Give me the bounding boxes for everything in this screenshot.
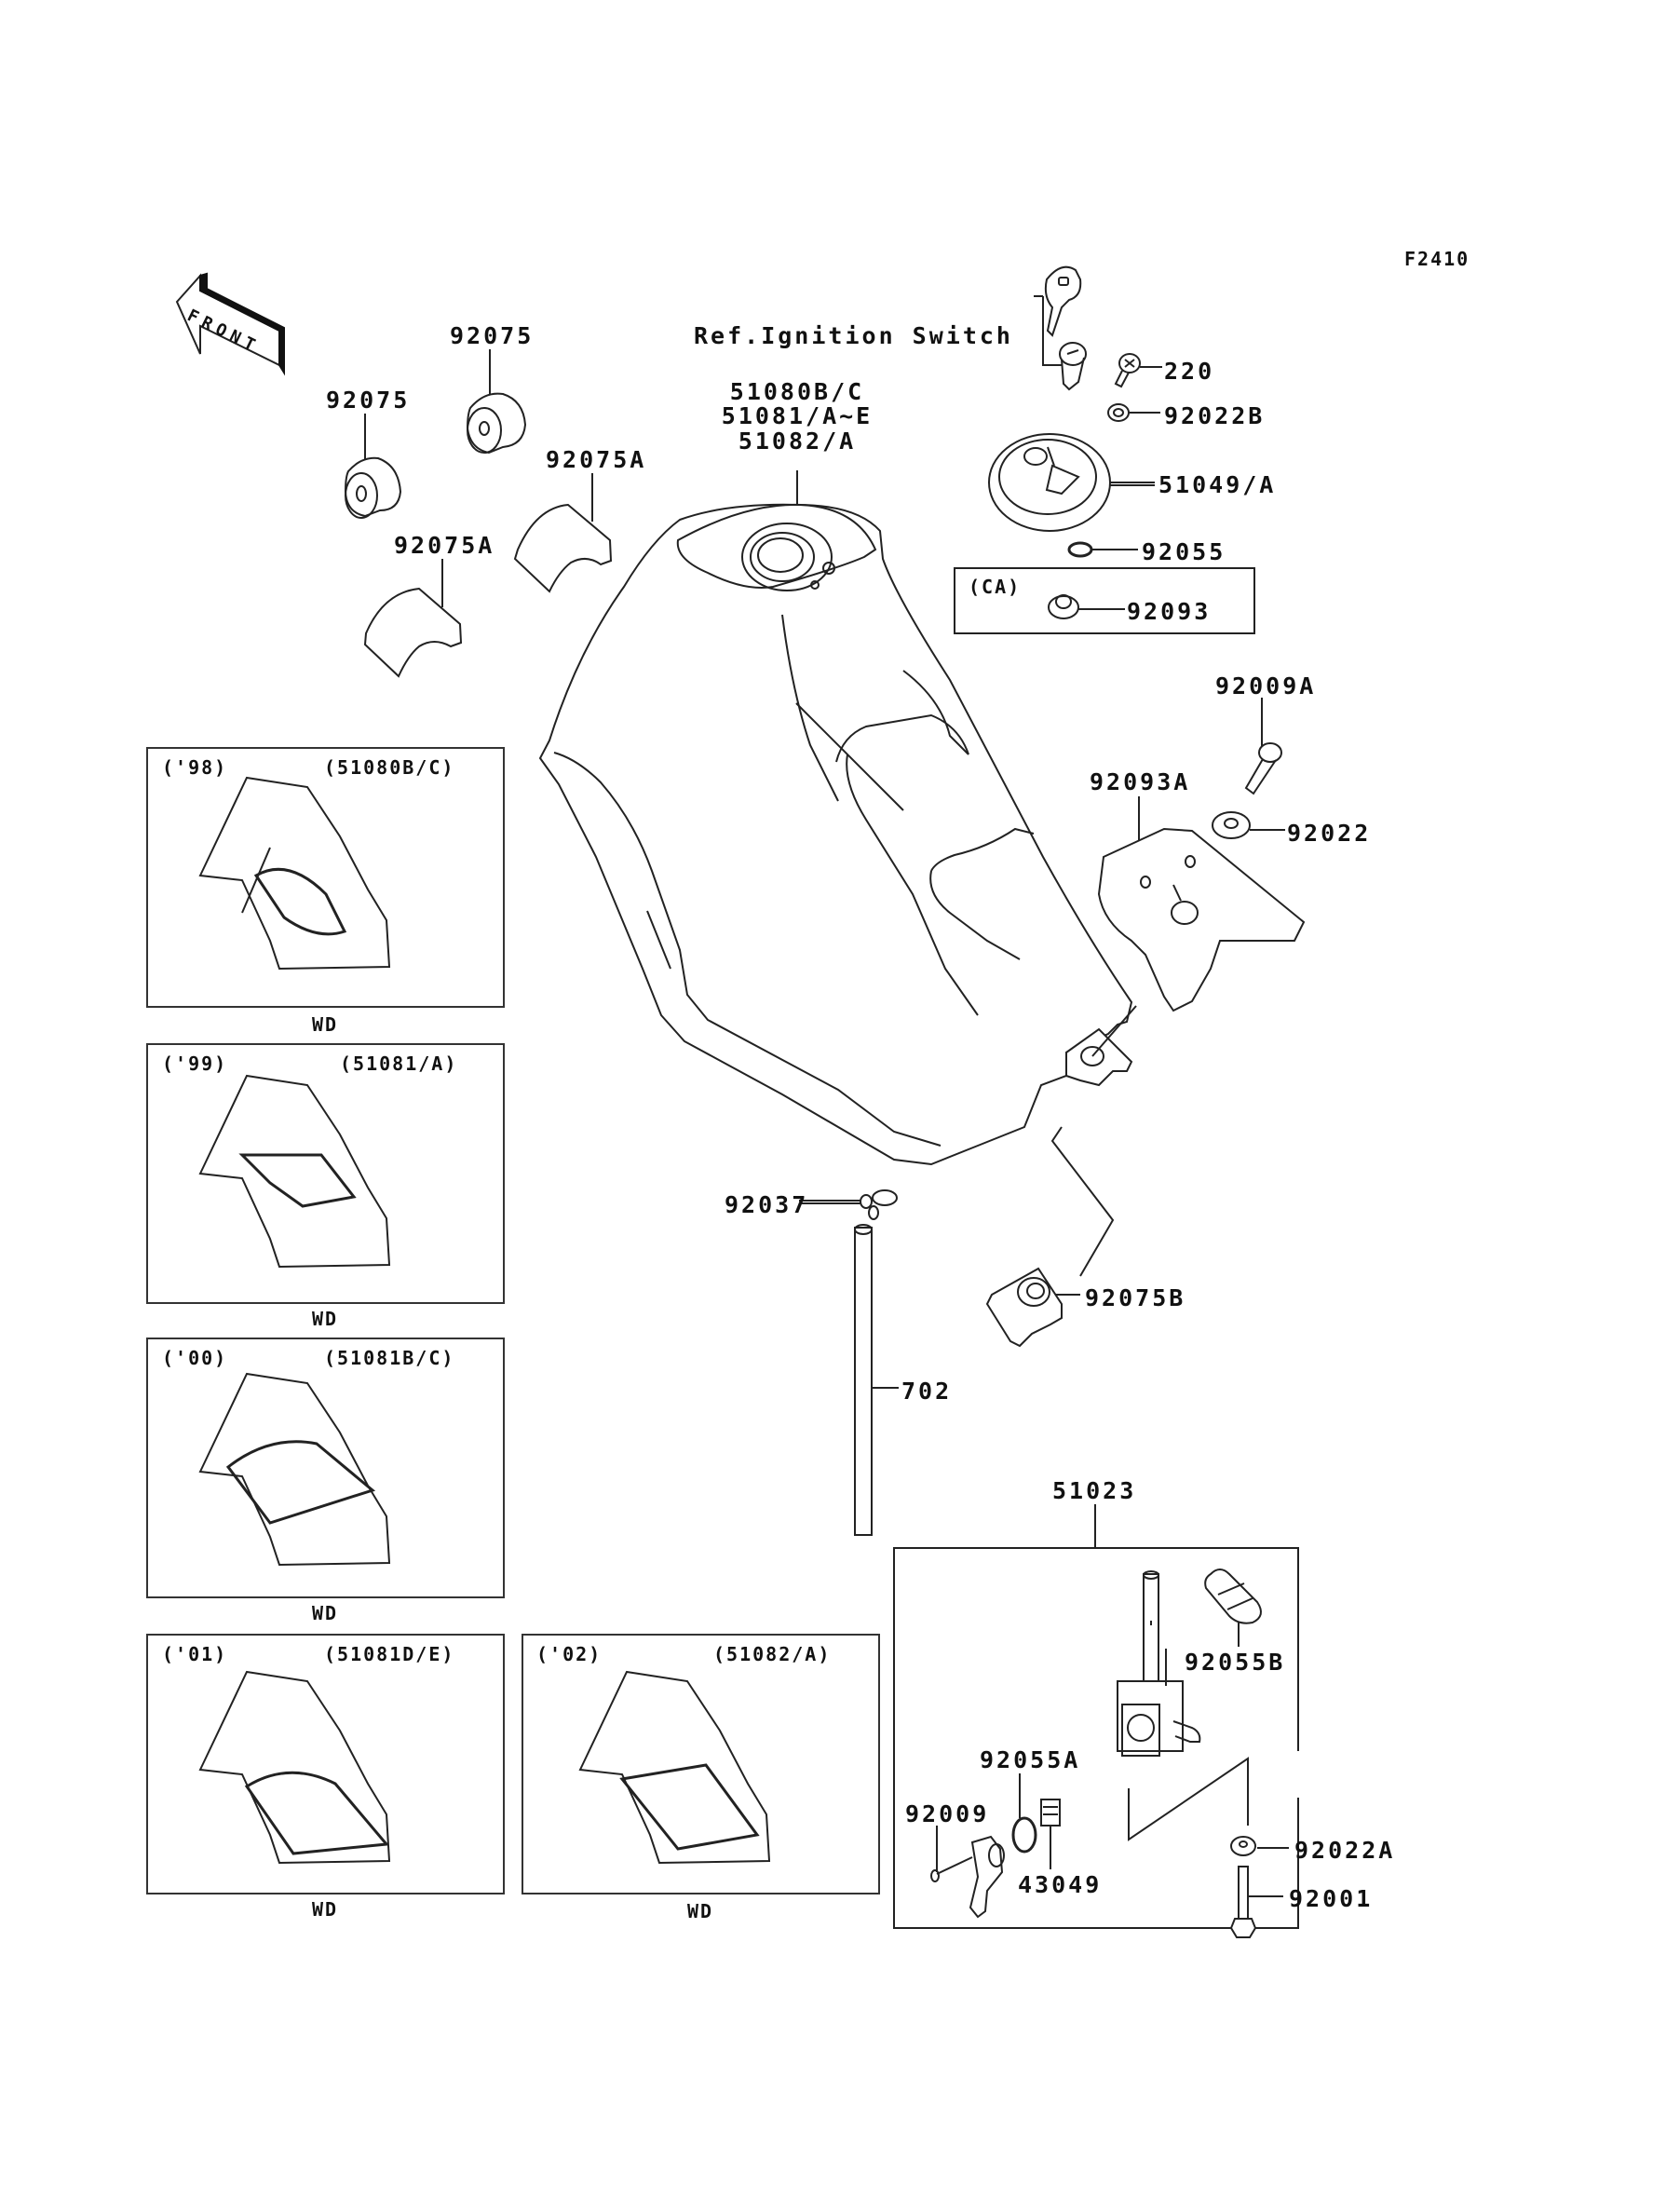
callout-92022[interactable]: 92022	[1287, 820, 1372, 847]
decal-panel-98	[146, 747, 505, 1008]
damper-92075A-right-icon	[513, 473, 613, 593]
damper-92075-top-icon	[466, 349, 527, 455]
plate-92093A-icon	[1097, 796, 1306, 1012]
fuel-hose-702-icon	[854, 1224, 899, 1536]
tank-part-number: 51082/A	[738, 427, 857, 455]
decal-part-numbers[interactable]: (51081D/E)	[324, 1643, 455, 1665]
valve-lever-icon	[969, 1835, 1005, 1919]
fuel-cap-51049A-icon	[988, 433, 1155, 532]
grommet-92022B-icon	[1107, 403, 1160, 422]
hose-clip-92037-icon	[799, 1189, 898, 1220]
fuel-valve-assembly-box	[893, 1547, 1299, 1929]
decal-year: ('99)	[162, 1052, 228, 1075]
decal-part-numbers[interactable]: (51080B/C)	[324, 756, 455, 779]
decal-tank-00-icon	[198, 1372, 391, 1567]
leader-line	[1128, 1757, 1249, 1841]
decal-part-numbers[interactable]: (51082/A)	[713, 1643, 832, 1665]
leader-line	[1091, 1005, 1137, 1057]
damper-92075B-icon	[985, 1267, 1080, 1348]
decal-panel-02	[522, 1634, 880, 1894]
decal-caption: WD	[311, 1602, 339, 1624]
screw-92009-icon	[930, 1826, 973, 1882]
screw-220-icon	[1114, 353, 1162, 388]
callout-92037[interactable]: 92037	[725, 1191, 809, 1218]
callout-220[interactable]: 220	[1164, 358, 1215, 385]
decal-caption: WD	[686, 1900, 714, 1922]
decal-part-numbers[interactable]: (51081B/C)	[324, 1347, 455, 1369]
ref-bracket-line	[1034, 295, 1062, 366]
callout-92022A[interactable]: 92022A	[1294, 1837, 1396, 1864]
washer-92022A-icon	[1230, 1836, 1289, 1856]
callout-92075A-right[interactable]: 92075A	[546, 446, 647, 473]
fuel-tank-icon	[538, 470, 1133, 1166]
decal-panel-01	[146, 1634, 505, 1894]
damper-92075-left-icon	[344, 414, 402, 519]
lock-cylinder-icon	[1059, 342, 1087, 391]
fuel-cock-valve-icon	[1117, 1570, 1201, 1757]
decal-year: ('98)	[162, 756, 228, 779]
callout-92055B[interactable]: 92055B	[1185, 1649, 1286, 1676]
callout-92075-left[interactable]: 92075	[326, 387, 411, 414]
tank-part-number: 51081/A~E	[721, 402, 874, 430]
ca-variant-box	[954, 567, 1255, 634]
decal-year: ('02)	[536, 1643, 603, 1665]
callout-92001[interactable]: 92001	[1289, 1885, 1374, 1912]
callout-43049[interactable]: 43049	[1018, 1871, 1103, 1898]
ca-variant-tag: (CA)	[969, 576, 1022, 598]
decal-year: ('01)	[162, 1643, 228, 1665]
callout-92093[interactable]: 92093	[1127, 598, 1212, 625]
leader-line	[1050, 1126, 1115, 1277]
callout-51023[interactable]: 51023	[1052, 1477, 1137, 1504]
callout-92093A[interactable]: 92093A	[1090, 768, 1191, 795]
decal-caption: WD	[311, 1898, 339, 1921]
callout-92075A-left[interactable]: 92075A	[394, 532, 495, 559]
callout-92075-top[interactable]: 92075	[450, 322, 535, 349]
decal-caption: WD	[311, 1308, 339, 1330]
bolt-92001-icon	[1229, 1866, 1283, 1938]
bolt-92009A-icon	[1244, 698, 1282, 795]
decal-panel-99	[146, 1043, 505, 1304]
decal-tank-99-icon	[198, 1074, 391, 1269]
callout-702[interactable]: 702	[901, 1378, 953, 1405]
o-ring-92055A-icon	[1011, 1773, 1037, 1854]
damper-92075A-left-icon	[363, 559, 463, 678]
fuel-tank-part-numbers: 51080B/C 51081/A~E 51082/A	[721, 378, 874, 455]
decal-caption: WD	[311, 1013, 339, 1036]
callout-92055A[interactable]: 92055A	[980, 1746, 1081, 1773]
decal-panel-00	[146, 1338, 505, 1598]
gasket-92055B-icon	[1204, 1569, 1262, 1647]
decal-year: ('00)	[162, 1347, 228, 1369]
washer-92022-icon	[1212, 811, 1285, 839]
front-arrow-icon	[175, 272, 285, 376]
decal-tank-01-icon	[198, 1670, 391, 1865]
o-ring-92055-icon	[1067, 541, 1138, 558]
callout-92022B[interactable]: 92022B	[1164, 402, 1266, 429]
grommet-92093-icon	[1048, 594, 1125, 619]
decal-part-numbers[interactable]: (51081/A)	[340, 1052, 458, 1075]
decal-tank-98-icon	[198, 776, 391, 971]
figure-code: F2410	[1404, 248, 1470, 270]
ref-ignition-switch-note: Ref.Ignition Switch	[694, 322, 1013, 349]
tank-part-number: 51080B/C	[729, 378, 865, 405]
callout-92075B[interactable]: 92075B	[1085, 1284, 1186, 1311]
decal-tank-02-icon	[578, 1670, 771, 1865]
callout-92055[interactable]: 92055	[1142, 538, 1226, 565]
ignition-key-icon	[1044, 265, 1082, 337]
callout-92009[interactable]: 92009	[905, 1800, 990, 1827]
callout-92009A[interactable]: 92009A	[1215, 672, 1317, 699]
filter-43049-icon	[1040, 1799, 1061, 1869]
callout-51049A[interactable]: 51049/A	[1158, 471, 1277, 498]
